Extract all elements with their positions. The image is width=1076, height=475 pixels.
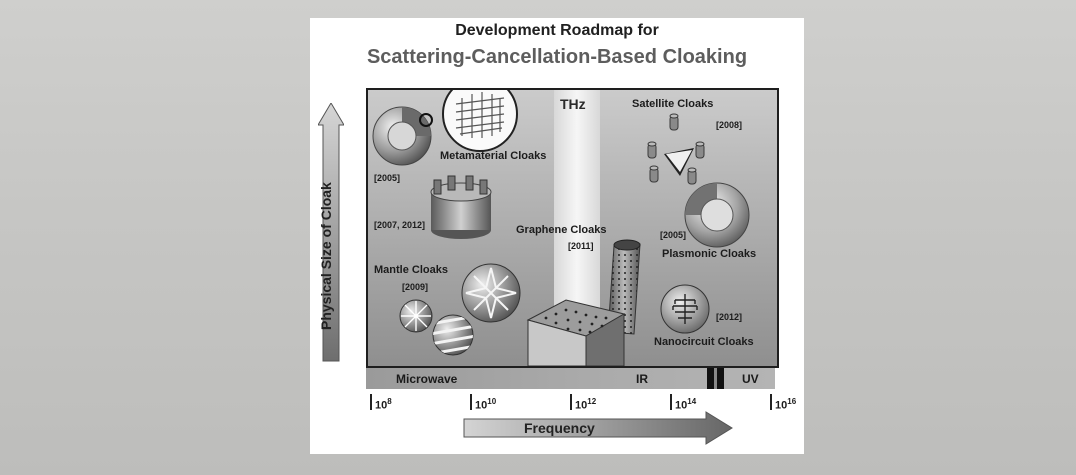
tick-1e16: 1016 bbox=[770, 394, 796, 412]
metamaterial-label: Metamaterial Cloaks bbox=[440, 150, 547, 162]
satellite-label: Satellite Cloaks bbox=[632, 98, 714, 110]
metamaterial-sphere-icon bbox=[372, 106, 432, 166]
satellite-year: [2008] bbox=[716, 120, 743, 130]
band-ir: IR bbox=[636, 372, 648, 386]
tick-1e14: 1014 bbox=[670, 394, 696, 412]
lattice-zoom-icon bbox=[442, 90, 518, 152]
slide: Development Roadmap for Scattering-Cance… bbox=[310, 18, 804, 454]
tick-1e10: 1010 bbox=[470, 394, 496, 412]
tick-1e8: 108 bbox=[370, 394, 392, 412]
nanocircuit-year: [2012] bbox=[716, 312, 743, 322]
size-axis-arrow bbox=[318, 103, 344, 362]
mantle-label: Mantle Cloaks bbox=[374, 264, 448, 276]
band-uv: UV bbox=[742, 372, 759, 386]
graphene-year: [2011] bbox=[568, 241, 594, 251]
metamaterial-year: [2005] bbox=[374, 173, 401, 183]
nanocircuit-sphere-icon bbox=[660, 284, 710, 334]
size-axis-label: Physical Size of Cloak bbox=[318, 182, 334, 330]
gear-cylinder-icon bbox=[430, 175, 492, 239]
graphene-label: Graphene Cloaks bbox=[516, 224, 607, 236]
thz-label: THz bbox=[560, 96, 586, 112]
plasmonic-year: [2005] bbox=[660, 230, 687, 240]
mantle-year: [2009] bbox=[402, 282, 429, 292]
mantle-small-sphere-icon bbox=[399, 299, 433, 333]
frequency-axis-label: Frequency bbox=[524, 420, 595, 436]
plasmonic-label: Plasmonic Cloaks bbox=[662, 248, 757, 260]
mantle-striped-sphere-icon bbox=[432, 314, 474, 356]
tick-1e12: 1012 bbox=[570, 394, 596, 412]
metamaterial-year-2: [2007, 2012] bbox=[374, 220, 426, 230]
carbon-nanotube-icon bbox=[607, 239, 641, 335]
title-line-2: Scattering-Cancellation-Based Cloaking bbox=[366, 46, 748, 68]
graphene-block-icon bbox=[526, 299, 626, 366]
satellite-cloak-icon bbox=[647, 113, 705, 185]
mantle-star-sphere-icon bbox=[461, 263, 521, 323]
nanocircuit-label: Nanocircuit Cloaks bbox=[654, 336, 754, 348]
spectrum-band-bar bbox=[366, 368, 775, 389]
plasmonic-sphere-icon bbox=[684, 182, 750, 248]
band-microwave: Microwave bbox=[396, 372, 458, 386]
visible-band-marker bbox=[707, 368, 724, 389]
roadmap-panel: THz Metam bbox=[366, 88, 779, 368]
frequency-axis-arrow bbox=[463, 411, 733, 445]
zoom-marker-icon bbox=[419, 113, 433, 127]
title-line-1: Development Roadmap for bbox=[455, 22, 659, 39]
